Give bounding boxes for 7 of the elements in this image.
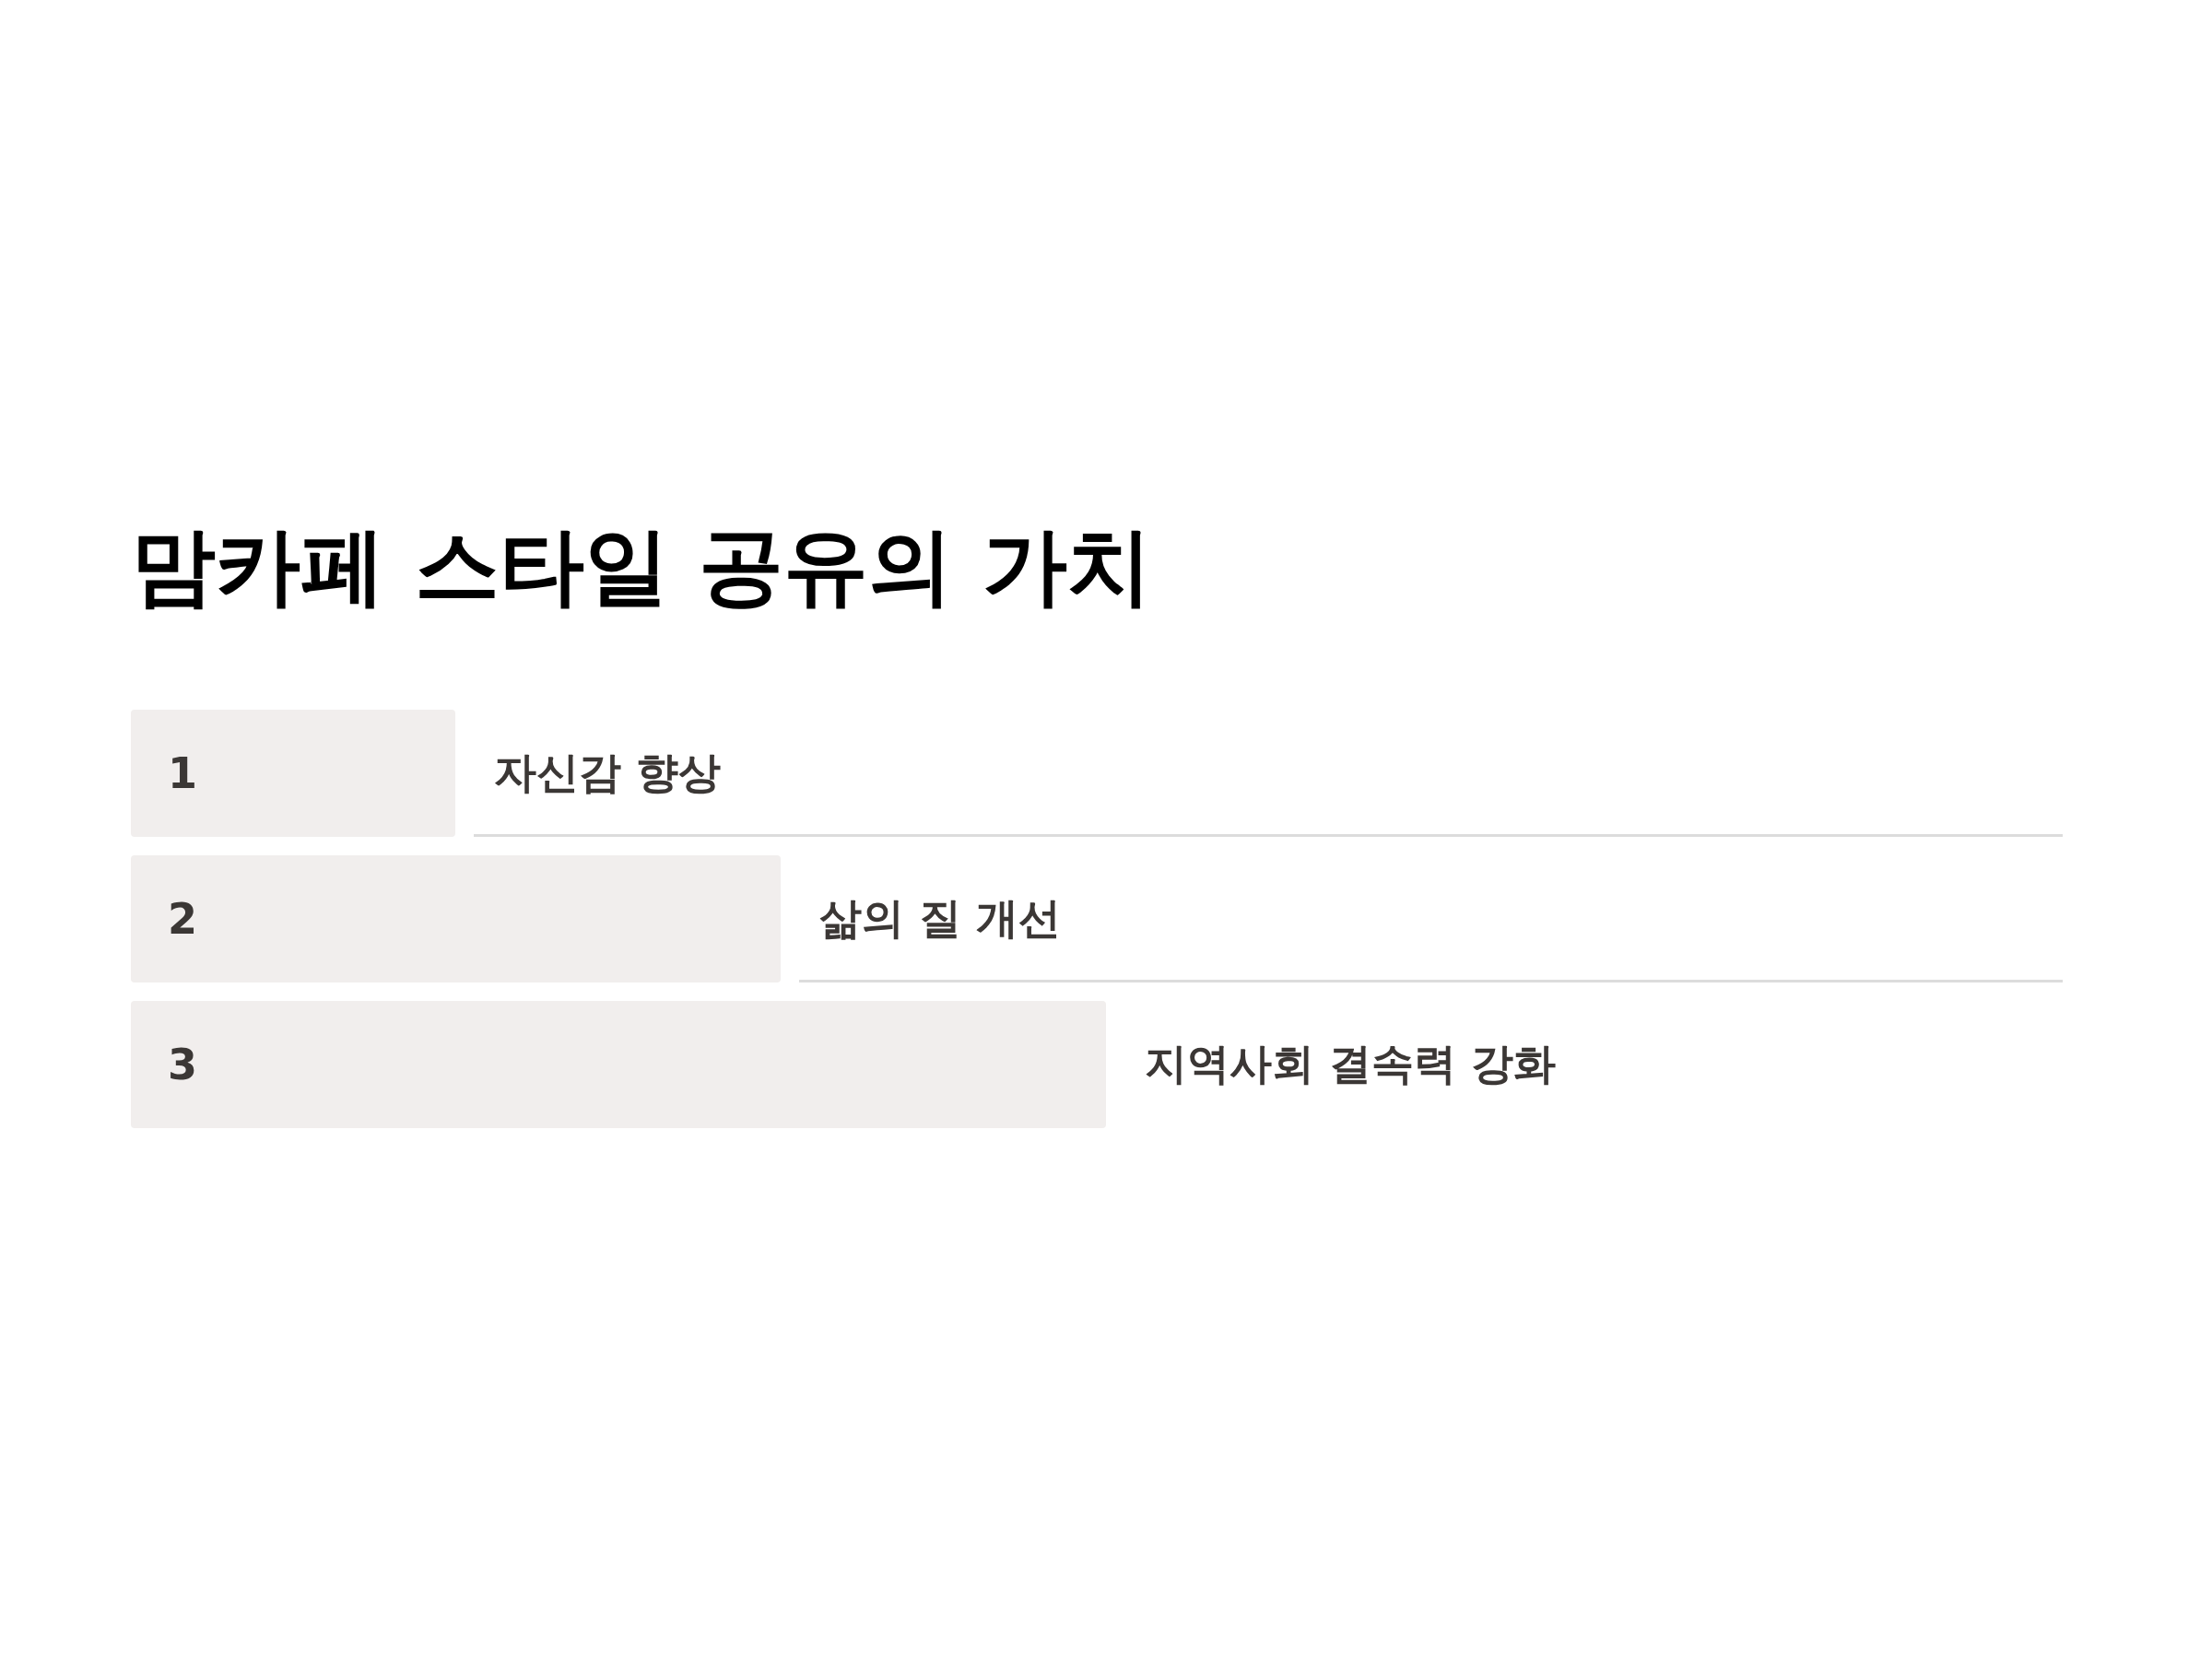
row-number: 3	[168, 1043, 197, 1086]
value-label: 자신감 향상	[494, 747, 721, 799]
value-label: 지역사회 결속력 강화	[1145, 1039, 1557, 1090]
row-number: 2	[168, 898, 197, 940]
diagram-title: 맘카페 스타일 공유의 가치	[131, 516, 1153, 618]
value-label: 삶의 질 개선	[819, 893, 1062, 945]
row-number: 1	[168, 752, 197, 794]
